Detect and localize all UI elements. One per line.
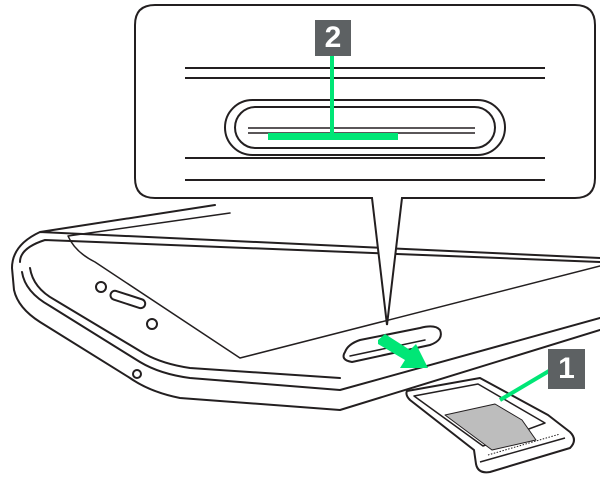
arrow-right-down-icon xyxy=(378,334,428,368)
tray-eject-hole xyxy=(268,133,398,140)
phone-slot xyxy=(342,325,442,363)
phone-front xyxy=(19,239,600,263)
phone-body xyxy=(11,204,600,411)
microsd-card xyxy=(444,403,537,451)
callout-label-2: 2 xyxy=(315,20,351,56)
phone-screen xyxy=(67,212,600,359)
side-hole xyxy=(132,369,142,379)
callout-label-1: 1 xyxy=(548,349,585,389)
leader-line-1 xyxy=(498,369,551,402)
sim-tray xyxy=(405,377,575,474)
zoom-callout xyxy=(134,4,596,326)
front-camera xyxy=(146,318,158,330)
sensor xyxy=(95,281,107,293)
slot-inner xyxy=(234,106,496,149)
earpiece xyxy=(109,289,147,310)
